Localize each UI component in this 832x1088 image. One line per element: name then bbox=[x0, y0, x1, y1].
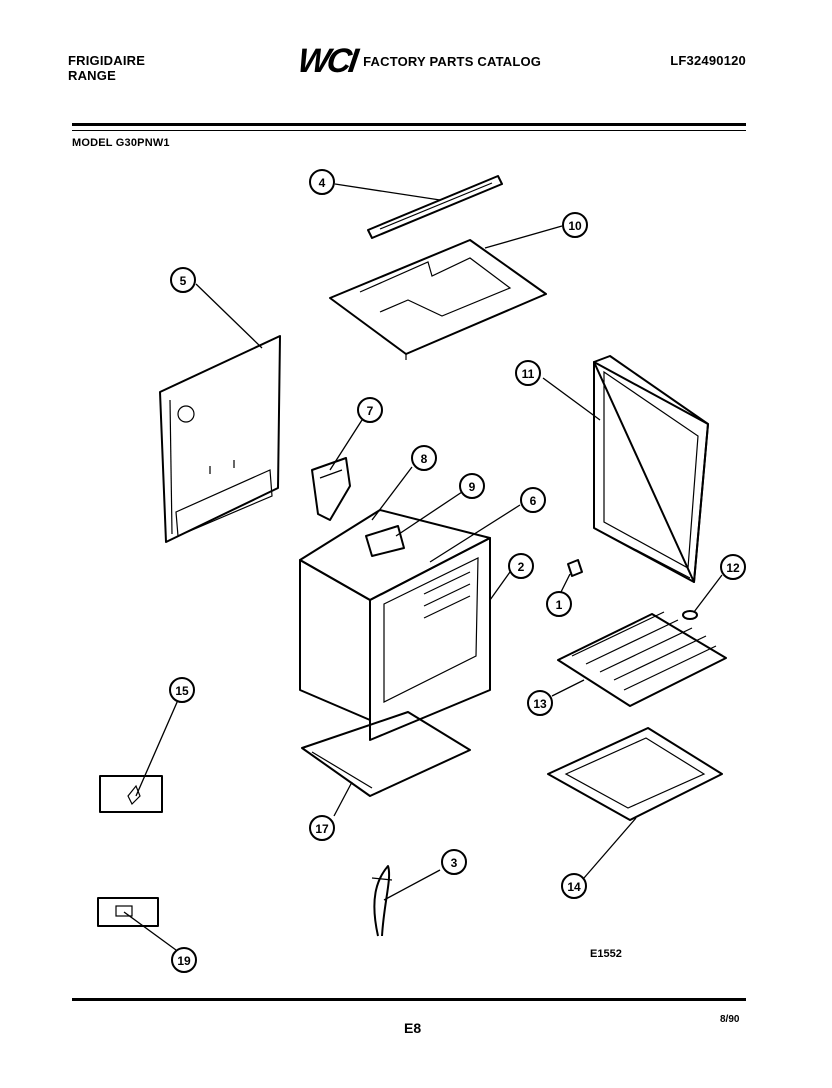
callout-6: 6 bbox=[520, 487, 546, 513]
part-1-clip bbox=[567, 559, 583, 577]
part-7-bracket bbox=[311, 457, 351, 521]
header-rule-thick bbox=[72, 123, 746, 126]
part-17-bottom-panel bbox=[301, 711, 471, 797]
callout-label: 12 bbox=[726, 561, 740, 575]
callout-label: 2 bbox=[518, 560, 525, 574]
part-5-rear-panel bbox=[159, 335, 281, 543]
callout-label: 11 bbox=[522, 367, 535, 381]
callout-12: 12 bbox=[720, 554, 746, 580]
callout-19: 19 bbox=[171, 947, 197, 973]
callout-label: 3 bbox=[451, 856, 458, 870]
figure-code: E1552 bbox=[590, 948, 622, 960]
page-number: E8 bbox=[404, 1020, 422, 1036]
callout-label: 4 bbox=[319, 176, 326, 190]
product-type: RANGE bbox=[68, 68, 116, 83]
callout-1: 1 bbox=[546, 591, 572, 617]
callout-13: 13 bbox=[527, 690, 553, 716]
header-rule-thin bbox=[72, 130, 746, 131]
callout-2: 2 bbox=[508, 553, 534, 579]
callout-15: 15 bbox=[169, 677, 195, 703]
callout-17: 17 bbox=[309, 815, 335, 841]
catalog-date: 8/90 bbox=[720, 1014, 740, 1025]
part-14-broiler-pan bbox=[547, 727, 723, 821]
footer-rule bbox=[72, 998, 746, 1001]
callout-label: 8 bbox=[421, 452, 428, 466]
callout-11: 11 bbox=[515, 360, 541, 386]
part-9-burner-part bbox=[365, 525, 405, 557]
part-4-bracket bbox=[367, 175, 503, 239]
part-11-frame bbox=[593, 355, 709, 583]
callout-label: 19 bbox=[177, 954, 191, 968]
part-13-oven-rack bbox=[557, 611, 727, 707]
callout-group: 4 10 5 11 7 8 9 6 2 1 12 13 15 17 14 3 19 bbox=[169, 169, 746, 973]
callout-5: 5 bbox=[170, 267, 196, 293]
callout-label: 1 bbox=[556, 598, 563, 612]
part-10-top-panel bbox=[329, 239, 547, 360]
callout-label: 10 bbox=[568, 219, 582, 233]
callout-label: 9 bbox=[469, 480, 476, 494]
catalog-header: WCI FACTORY PARTS CATALOG bbox=[295, 42, 542, 80]
callout-9: 9 bbox=[459, 473, 485, 499]
part-15-package bbox=[99, 775, 163, 813]
brand-block: FRIGIDAIRE RANGE bbox=[68, 53, 145, 83]
callout-14: 14 bbox=[561, 873, 587, 899]
callout-label: 5 bbox=[180, 274, 187, 288]
callout-10: 10 bbox=[562, 212, 588, 238]
callout-4: 4 bbox=[309, 169, 335, 195]
callout-label: 7 bbox=[367, 404, 374, 418]
callout-label: 6 bbox=[530, 494, 537, 508]
model-label: MODEL G30PNW1 bbox=[72, 137, 170, 149]
callout-label: 14 bbox=[567, 880, 581, 894]
callout-7: 7 bbox=[357, 397, 383, 423]
callout-8: 8 bbox=[411, 445, 437, 471]
callout-3: 3 bbox=[441, 849, 467, 875]
catalog-number: LF32490120 bbox=[670, 53, 746, 68]
part-19-package bbox=[97, 897, 159, 927]
part-12-knob bbox=[682, 610, 698, 620]
catalog-title: FACTORY PARTS CATALOG bbox=[363, 53, 542, 69]
part-3-igniter bbox=[371, 865, 393, 937]
leader-lines bbox=[123, 183, 723, 951]
brand-name: FRIGIDAIRE bbox=[68, 53, 146, 68]
part-2-oven-body bbox=[299, 509, 491, 741]
callout-label: 17 bbox=[315, 822, 329, 836]
callout-label: 15 bbox=[175, 684, 189, 698]
callout-label: 13 bbox=[533, 697, 547, 711]
